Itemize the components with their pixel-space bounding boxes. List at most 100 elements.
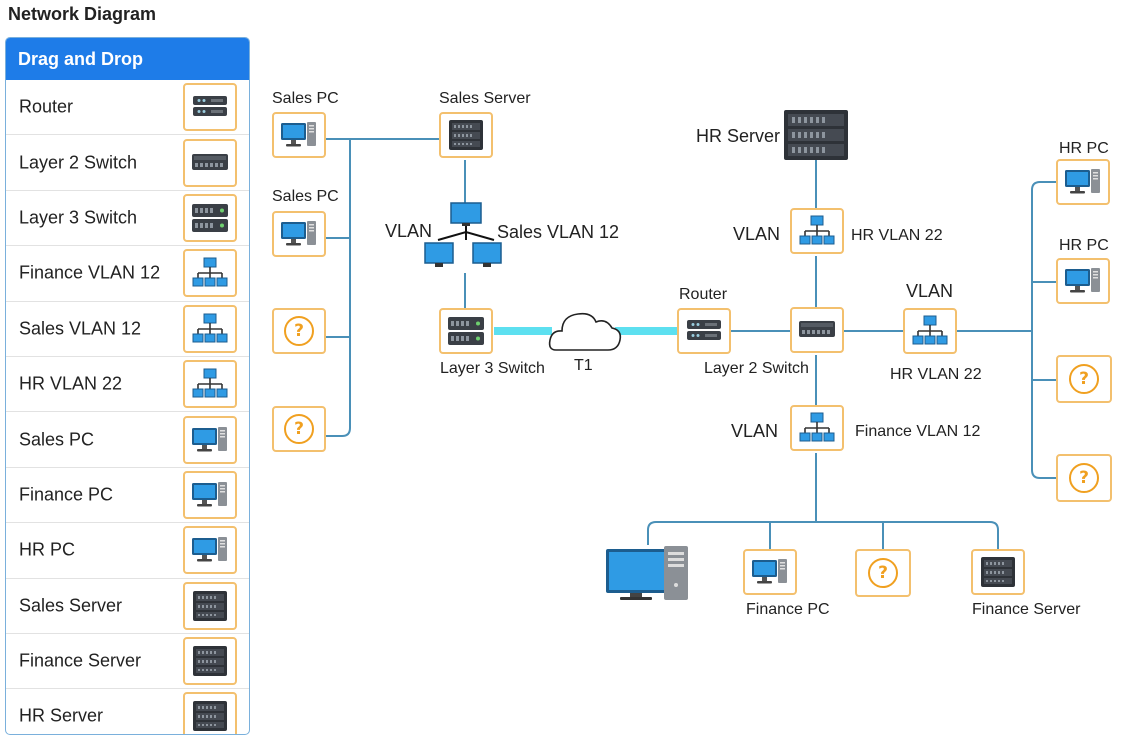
- label-t1: T1: [574, 357, 593, 374]
- palette-item-hr-server[interactable]: HR Server: [6, 689, 249, 734]
- palette-item-sales-pc[interactable]: Sales PC: [6, 412, 249, 468]
- vlan-icon: [799, 215, 835, 247]
- question-mark-icon: ?: [868, 558, 898, 588]
- palette-item-hr-pc[interactable]: HR PC: [6, 523, 249, 579]
- palette-item-layer-3-switch[interactable]: Layer 3 Switch: [6, 191, 249, 247]
- palette-item-label: Layer 2 Switch: [19, 152, 138, 173]
- hr-pc-2-node[interactable]: [1056, 258, 1110, 304]
- question-mark-icon: ?: [1069, 463, 1099, 493]
- palette-item-finance-server[interactable]: Finance Server: [6, 634, 249, 690]
- server-icon[interactable]: [183, 581, 237, 630]
- pc-icon[interactable]: [183, 415, 237, 464]
- drop-target-hr-1[interactable]: ?: [1056, 355, 1112, 403]
- pc-icon: [280, 219, 318, 249]
- label-vlan-hr-right: VLAN: [906, 281, 954, 301]
- palette-item-sales-server[interactable]: Sales Server: [6, 579, 249, 634]
- label-layer2-switch: Layer 2 Switch: [704, 360, 809, 377]
- router-node[interactable]: [677, 308, 731, 354]
- palette-item-label: Layer 3 Switch: [19, 207, 138, 228]
- palette-item-layer-2-switch[interactable]: Layer 2 Switch: [6, 135, 249, 191]
- palette-item-label: Sales Server: [19, 595, 123, 616]
- palette-item-hr-vlan-22[interactable]: HR VLAN 22: [6, 357, 249, 413]
- palette-item-finance-pc[interactable]: Finance PC: [6, 468, 249, 524]
- palette-list: Router Layer 2 Switch Layer 3 Switch Fin…: [6, 80, 249, 734]
- label-router: Router: [679, 286, 728, 303]
- drag-and-drop-palette: Drag and Drop Router Layer 2 Switch Laye…: [5, 37, 250, 735]
- sales-server-node[interactable]: [439, 112, 493, 158]
- label-hr-vlan-top: HR VLAN 22: [851, 227, 943, 244]
- pc-icon: [1064, 266, 1102, 296]
- layer2-switch-node[interactable]: [790, 307, 844, 353]
- label-hr-pc-1: HR PC: [1059, 140, 1109, 157]
- sales-vlan-icon: [424, 202, 502, 267]
- palette-item-sales-vlan-12[interactable]: Sales VLAN 12: [6, 302, 249, 357]
- drop-target-sales-1[interactable]: ?: [272, 308, 326, 354]
- label-hr-vlan-right: HR VLAN 22: [890, 366, 982, 383]
- palette-item-label: Finance PC: [19, 484, 114, 505]
- hr-server-icon: [784, 110, 848, 160]
- drop-target-finance[interactable]: ?: [855, 549, 911, 597]
- palette-header: Drag and Drop: [6, 38, 249, 80]
- palette-item-label: Router: [19, 96, 74, 117]
- switch-icon: [798, 318, 836, 342]
- finance-server-node[interactable]: [971, 549, 1025, 595]
- finance-pc-node[interactable]: [743, 549, 797, 595]
- pc-icon: [751, 557, 789, 587]
- pc-icon: [280, 120, 318, 150]
- palette-item-label: Sales PC: [19, 429, 95, 450]
- label-vlan-left: VLAN: [385, 221, 433, 241]
- palette-item-label: Finance VLAN 12: [19, 262, 161, 283]
- vlan-icon: [799, 412, 835, 444]
- palette-item-label: HR Server: [19, 705, 104, 726]
- server-icon: [980, 556, 1016, 588]
- label-sales-pc-1: Sales PC: [272, 90, 339, 107]
- pc-icon: [1064, 167, 1102, 197]
- question-mark-icon: ?: [284, 316, 314, 346]
- router-icon[interactable]: [183, 83, 237, 132]
- pc-icon[interactable]: [183, 526, 237, 575]
- palette-item-label: HR PC: [19, 539, 76, 560]
- link-sales-bus: [326, 139, 351, 437]
- label-vlan-finance: VLAN: [731, 421, 779, 441]
- layer3-switch-icon: [447, 316, 485, 346]
- layer3-switch-node[interactable]: [439, 308, 493, 354]
- switch-icon[interactable]: [183, 138, 237, 187]
- label-sales-server: Sales Server: [439, 90, 531, 107]
- palette-item-label: HR VLAN 22: [19, 373, 123, 394]
- drop-target-hr-2[interactable]: ?: [1056, 454, 1112, 502]
- palette-item-router[interactable]: Router: [6, 80, 249, 136]
- link-finance-bus: [647, 521, 999, 549]
- finance-vlan-node[interactable]: [790, 405, 844, 451]
- label-finance-pc: Finance PC: [746, 601, 830, 618]
- vlan-icon[interactable]: [183, 304, 237, 353]
- question-mark-icon: ?: [284, 414, 314, 444]
- palette-item-finance-vlan-12[interactable]: Finance VLAN 12: [6, 246, 249, 302]
- hr-vlan-top-node[interactable]: [790, 208, 844, 254]
- question-mark-icon: ?: [1069, 364, 1099, 394]
- vlan-icon: [912, 315, 948, 347]
- page-title: Network Diagram: [8, 4, 157, 24]
- hr-vlan-right-node[interactable]: [903, 308, 957, 354]
- drop-target-sales-2[interactable]: ?: [272, 406, 326, 452]
- layer3-switch-icon[interactable]: [183, 193, 237, 242]
- pc-icon[interactable]: [183, 470, 237, 519]
- hr-pc-1-node[interactable]: [1056, 159, 1110, 205]
- vlan-icon[interactable]: [183, 249, 237, 298]
- link-hr-bus: [1031, 181, 1056, 479]
- sales-pc-2-node[interactable]: [272, 211, 326, 257]
- server-icon[interactable]: [183, 637, 237, 686]
- palette-item-label: Sales VLAN 12: [19, 318, 142, 339]
- cloud-icon: [548, 312, 622, 351]
- label-finance-server: Finance Server: [972, 601, 1081, 618]
- sales-pc-1-node[interactable]: [272, 112, 326, 158]
- label-hr-pc-2: HR PC: [1059, 237, 1109, 254]
- label-layer3-switch: Layer 3 Switch: [440, 360, 545, 377]
- label-sales-vlan: Sales VLAN 12: [497, 222, 620, 242]
- label-hr-server: HR Server: [696, 126, 781, 146]
- vlan-icon[interactable]: [183, 360, 237, 409]
- label-finance-vlan: Finance VLAN 12: [855, 423, 981, 440]
- palette-item-label: Finance Server: [19, 650, 142, 671]
- server-icon[interactable]: [183, 692, 237, 734]
- server-icon: [448, 119, 484, 151]
